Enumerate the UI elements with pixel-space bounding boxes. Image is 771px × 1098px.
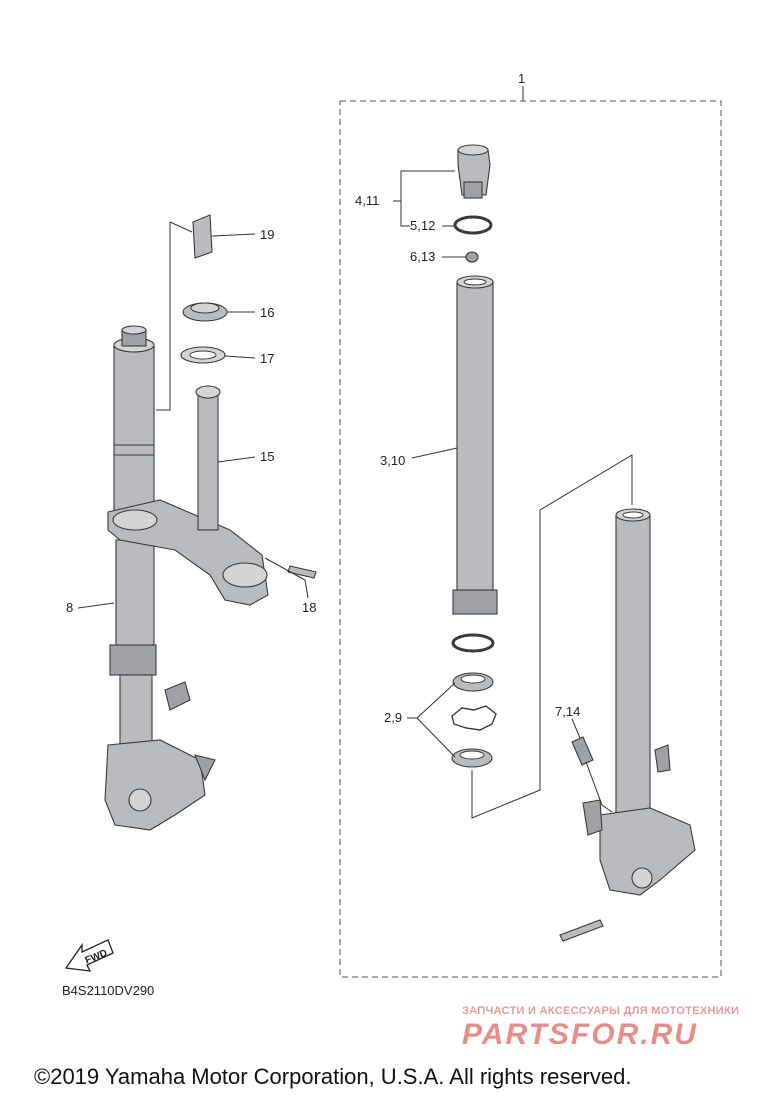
callout-5-12: 5,12: [410, 218, 435, 233]
fwd-arrow-icon: FWD: [64, 939, 114, 972]
clip-2-9: [451, 705, 497, 731]
outer-tube-3-10: [452, 275, 498, 615]
oil-seal-2-9-lower: [451, 748, 493, 768]
callout-1: 1: [518, 71, 525, 86]
callout-19: 19: [260, 227, 274, 242]
assembly-box-1: [339, 100, 722, 978]
callout-6-13: 6,13: [410, 249, 435, 264]
callout-18: 18: [302, 600, 316, 615]
inner-tube-assembly: [559, 508, 696, 942]
callout-3-10: 3,10: [380, 453, 405, 468]
damper-part-7-14: [571, 736, 594, 766]
o-ring-5-12: [453, 215, 493, 235]
fork-assembly-8: [104, 214, 317, 831]
copyright-notice: ©2019 Yamaha Motor Corporation, U.S.A. A…: [34, 1064, 632, 1089]
callout-8: 8: [66, 600, 73, 615]
nut-6-13: [465, 251, 479, 263]
callout-2-9: 2,9: [384, 710, 402, 725]
callout-7-14: 7,14: [555, 704, 580, 719]
callout-16: 16: [260, 305, 274, 320]
watermark-tagline: ЗАПЧАСТИ И АКСЕССУАРЫ ДЛЯ МОТОТЕХНИКИ: [462, 1005, 740, 1017]
drawing-code: B4S2110DV290: [62, 983, 155, 998]
watermark-logo: PARTSFOR.RU: [462, 1018, 698, 1051]
oil-seal-2-9-upper: [452, 672, 494, 692]
seal-ring-upper: [451, 633, 495, 653]
cap-bolt-4-11: [457, 144, 491, 199]
callout-15: 15: [260, 449, 274, 464]
callout-17: 17: [260, 351, 274, 366]
callout-4-11: 4,11: [355, 193, 379, 208]
